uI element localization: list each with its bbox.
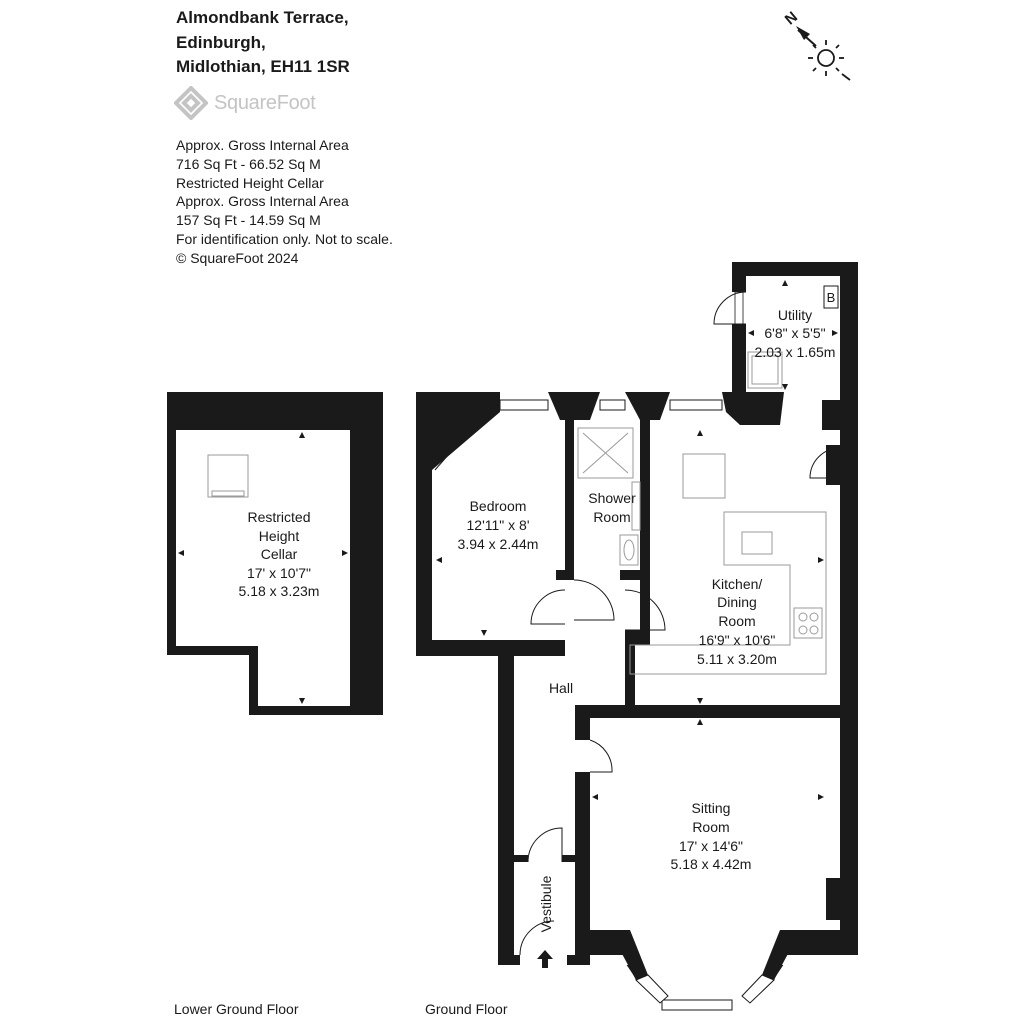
north-arrow-head bbox=[796, 26, 810, 40]
info-line-1: Approx. Gross Internal Area bbox=[176, 137, 349, 153]
squarefoot-logo-icon bbox=[174, 86, 208, 120]
hall-label: Hall bbox=[549, 680, 573, 696]
cellar-hatch-handle bbox=[211, 490, 245, 497]
ground-floor-walls bbox=[416, 262, 858, 982]
sitting-metric: 5.18 x 4.42m bbox=[671, 856, 752, 872]
info-line-6: For identification only. Not to scale. bbox=[176, 230, 393, 247]
shower-label-2: Room bbox=[593, 509, 630, 525]
bedroom-imperial: 12'11" x 8' bbox=[467, 517, 530, 533]
room-label-bedroom: Bedroom 12'11" x 8' 3.94 x 2.44m bbox=[458, 498, 539, 552]
cellar-label-2: Height bbox=[259, 528, 300, 544]
shower-fixtures bbox=[577, 427, 641, 566]
compass-n-label: N bbox=[782, 8, 801, 28]
address-line-3: Midlothian, EH11 1SR bbox=[176, 57, 350, 76]
compass: N bbox=[782, 8, 851, 81]
info-line-3: Restricted Height Cellar bbox=[176, 174, 324, 191]
room-label-kitchen: Kitchen/ Dining Room 16'9" x 10'6" 5.11 … bbox=[697, 576, 777, 667]
sitting-label-1: Sitting bbox=[692, 800, 731, 816]
utility-metric: 2.03 x 1.65m bbox=[755, 344, 836, 360]
sitting-label-2: Room bbox=[692, 819, 729, 835]
bedroom-label: Bedroom bbox=[470, 498, 527, 514]
cellar-imperial: 17' x 10'7" bbox=[247, 565, 311, 581]
address-line-1: Almondbank Terrace, bbox=[176, 8, 349, 27]
info-line-4: Approx. Gross Internal Area bbox=[176, 193, 349, 210]
squarefoot-logo: SquareFoot bbox=[174, 86, 316, 120]
info-line-5: 157 Sq Ft - 14.59 Sq M bbox=[176, 212, 321, 229]
cellar-walls bbox=[167, 392, 383, 715]
cellar-label-1: Restricted bbox=[247, 509, 310, 525]
cellar-metric: 5.18 x 3.23m bbox=[239, 583, 320, 599]
utility-imperial: 6'8" x 5'5" bbox=[764, 325, 825, 341]
bedroom-metric: 3.94 x 2.44m bbox=[458, 536, 539, 552]
vestibule-label: Vestibule bbox=[538, 875, 554, 932]
kitchen-metric: 5.11 x 3.20m bbox=[697, 651, 777, 667]
property-address: Almondbank Terrace, Edinburgh, Midlothia… bbox=[176, 6, 350, 80]
kitchen-fixtures bbox=[629, 453, 827, 675]
boiler-label: B bbox=[827, 290, 836, 305]
sun-icon bbox=[808, 40, 851, 81]
room-label-utility: Utility 6'8" x 5'5" 2.03 x 1.65m B bbox=[755, 290, 836, 360]
shower-label-1: Shower bbox=[588, 490, 636, 506]
kitchen-label-1: Kitchen/ bbox=[712, 576, 763, 592]
room-label-shower: Shower Room bbox=[588, 490, 636, 525]
cellar-dimension-markers bbox=[178, 432, 348, 704]
entrance-arrow-icon bbox=[537, 950, 553, 968]
room-label-cellar: Restricted Height Cellar 17' x 10'7" 5.1… bbox=[239, 509, 320, 599]
info-line-7: © SquareFoot 2024 bbox=[176, 249, 299, 266]
room-label-sitting: Sitting Room 17' x 14'6" 5.18 x 4.42m bbox=[671, 800, 752, 872]
doors bbox=[434, 291, 841, 956]
area-info: Approx. Gross Internal Area 716 Sq Ft - … bbox=[176, 136, 393, 268]
info-line-2: 716 Sq Ft - 66.52 Sq M bbox=[176, 155, 321, 172]
kitchen-label-3: Room bbox=[718, 613, 755, 629]
address-line-2: Edinburgh, bbox=[176, 32, 266, 52]
cellar-label-3: Cellar bbox=[261, 546, 298, 562]
ground-dimension-markers bbox=[436, 280, 838, 800]
bay-window-walls bbox=[575, 930, 858, 980]
kitchen-imperial: 16'9" x 10'6" bbox=[699, 632, 776, 648]
ground-floor-caption: Ground Floor bbox=[425, 1001, 508, 1017]
cellar-hatch bbox=[207, 454, 249, 498]
lower-ground-floor-caption: Lower Ground Floor bbox=[174, 1001, 299, 1017]
utility-label: Utility bbox=[778, 307, 812, 323]
logo-text: SquareFoot bbox=[214, 91, 316, 114]
utility-fixtures bbox=[747, 285, 839, 389]
sitting-imperial: 17' x 14'6" bbox=[679, 838, 743, 854]
kitchen-label-2: Dining bbox=[717, 594, 757, 610]
